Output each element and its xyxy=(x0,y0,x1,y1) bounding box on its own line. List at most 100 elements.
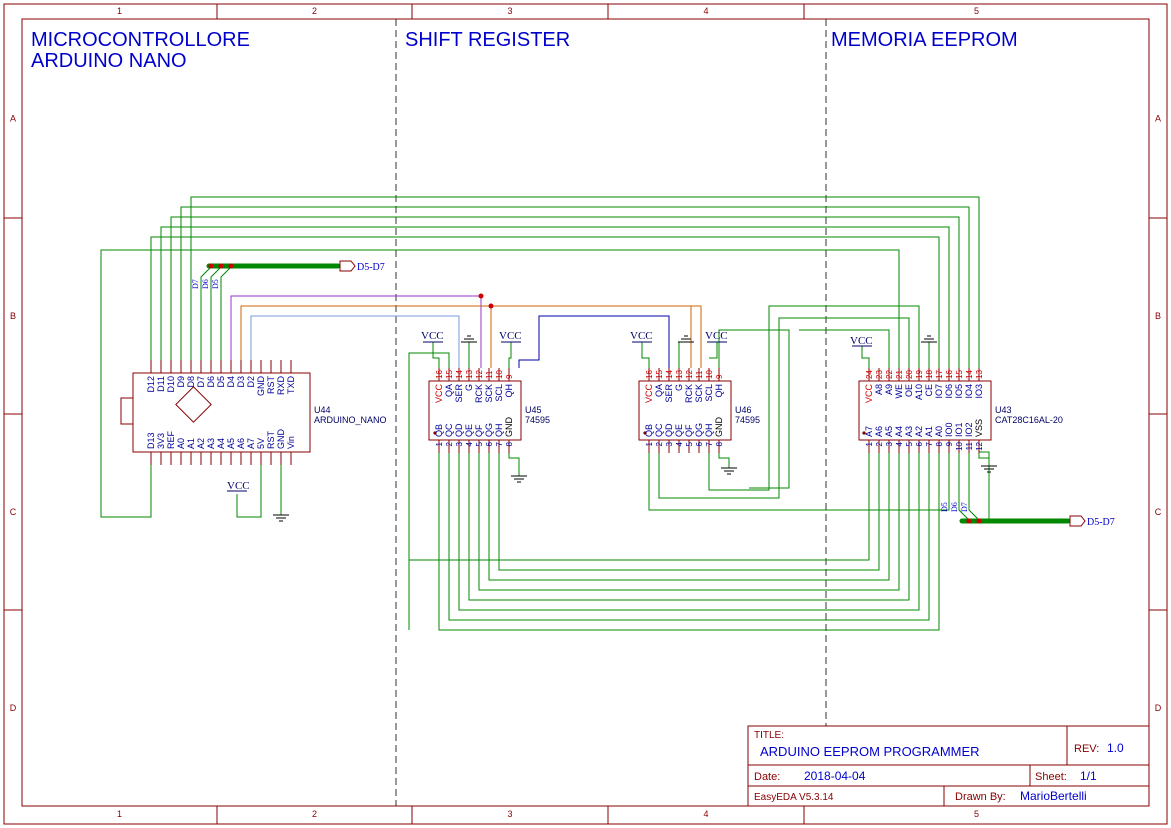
pin-label: 9 xyxy=(505,374,514,379)
pin-label: D4 xyxy=(226,376,236,388)
frame-row-label: A xyxy=(10,114,16,124)
sheet-label: Sheet: xyxy=(1035,771,1067,783)
pin-label: D11 xyxy=(156,376,166,392)
pin-label: 4 xyxy=(675,441,684,446)
wire-io1-bus xyxy=(968,447,980,521)
pin-label: SCL xyxy=(704,384,714,402)
pin-label: A3 xyxy=(904,426,914,437)
pin-label: QF xyxy=(474,424,484,437)
tap-label-io-d7: D7 xyxy=(960,502,969,512)
wire-d5-bus xyxy=(220,266,232,373)
pin-label: 7 xyxy=(705,441,714,446)
frame-column-label: 5 xyxy=(974,6,979,16)
pin-label: IO0 xyxy=(944,422,954,437)
pin-label: A6 xyxy=(874,426,884,437)
pin-label: 12 xyxy=(475,370,484,379)
vcc-symbol: VCC xyxy=(499,330,522,343)
u46-pins: VCC16QA15SER14G13RCK12SCK11SCL10QH9QB1QC… xyxy=(644,368,724,453)
section-dividers xyxy=(395,19,827,806)
bus-tap-labels: D7 D6 D5 D5 D6 D7 xyxy=(191,279,969,512)
vcc-symbol: VCC xyxy=(421,330,444,343)
wire-d2-ser xyxy=(250,315,460,373)
junction xyxy=(488,303,494,309)
pin-label: A1 xyxy=(924,426,934,437)
pin-label: 9 xyxy=(945,441,954,446)
pin-label: 15 xyxy=(655,370,664,379)
u44-ref: U44 xyxy=(314,405,331,415)
wire-u45-qd xyxy=(458,440,920,611)
pin-label: WE xyxy=(894,384,904,399)
tap-label-io-d6: D6 xyxy=(950,502,959,512)
u45-ref: U45 xyxy=(525,405,542,415)
pin-label: 11 xyxy=(965,441,974,450)
pin-label: QH xyxy=(494,424,504,438)
vcc-symbol: VCC xyxy=(705,330,728,343)
wire-5v xyxy=(236,452,262,518)
u45-value: 74595 xyxy=(525,415,550,425)
vcc-label: VCC xyxy=(499,330,522,342)
pin-label: A7 xyxy=(246,438,256,449)
pin-label: RST xyxy=(266,430,276,449)
pin-label: IO6 xyxy=(944,384,954,399)
pin-label: VCC xyxy=(644,384,654,404)
pin-label: 4 xyxy=(465,441,474,446)
pin-label: RCK xyxy=(684,384,694,403)
vcc-label: VCC xyxy=(227,480,250,492)
section-titles: MICROCONTROLLORE ARDUINO NANO SHIFT REGI… xyxy=(31,29,1018,72)
pin-label: GND xyxy=(714,417,724,438)
u46-body xyxy=(638,380,732,441)
pin-label: 16 xyxy=(435,370,444,379)
pin-label: A2 xyxy=(914,426,924,437)
pin-label: 14 xyxy=(965,370,974,379)
pin-label: 3 xyxy=(455,441,464,446)
pin-label: QE xyxy=(464,424,474,437)
pin-label: D13 xyxy=(146,432,156,449)
drawn-by-value: MarioBertelli xyxy=(1020,789,1087,803)
u44-body xyxy=(132,372,311,453)
pin-label: QE xyxy=(674,424,684,437)
pin-label: QC xyxy=(654,423,664,437)
pin-label: TXD xyxy=(286,375,296,394)
tool-version: EasyEDA V5.3.14 xyxy=(754,792,834,803)
pin-label: QB xyxy=(644,424,654,437)
eeprom-u43-symbol[interactable]: VCC24A823A922WE21OE20A1019CE18IO717IO616… xyxy=(858,368,1063,453)
drawn-by-label: Drawn By: xyxy=(955,791,1006,803)
pin-label: IO5 xyxy=(954,384,964,399)
wire-d12-io7 xyxy=(150,236,940,373)
junction xyxy=(228,263,234,269)
wire-d4-rck xyxy=(230,295,482,373)
pin-label: G xyxy=(674,384,684,391)
wire-u45-vcc xyxy=(432,342,440,368)
u45-body xyxy=(428,380,522,441)
pin-label: SER xyxy=(664,384,674,403)
wire-u46-scl-vcc xyxy=(709,342,718,359)
wire-d10-io5 xyxy=(170,216,960,373)
shift-register-u46-symbol[interactable]: VCC16QA15SER14G13RCK12SCK11SCL10QH9QB1QC… xyxy=(638,368,760,453)
shift-register-u45-symbol[interactable]: VCC16QA15SER14G13RCK12SCK11SCL10QH9QB1QC… xyxy=(428,368,550,453)
wire-sck-u46 xyxy=(491,305,702,368)
pin-label: IO7 xyxy=(934,384,944,399)
wire-u45-qf xyxy=(478,440,900,591)
date-value: 2018-04-04 xyxy=(804,769,866,783)
pin-label: 11 xyxy=(485,370,494,379)
pin-label: 10 xyxy=(955,441,964,450)
pin-label: 8 xyxy=(505,441,514,446)
pin-label: 15 xyxy=(955,370,964,379)
tap-label-d7: D7 xyxy=(191,279,200,289)
pin-label: A5 xyxy=(884,426,894,437)
frame-column-label: 3 xyxy=(507,6,512,16)
wire-d6-bus xyxy=(210,266,222,373)
wire-d8-io3 xyxy=(190,196,980,373)
u43-pins: VCC24A823A922WE21OE20A1019CE18IO717IO616… xyxy=(864,368,984,453)
pin-label: 3V3 xyxy=(156,433,166,449)
pin-label: A10 xyxy=(914,384,924,400)
control-wires xyxy=(230,295,702,373)
pin-label: 13 xyxy=(675,370,684,379)
pin-label: QC xyxy=(444,423,454,437)
wire-u45-qa xyxy=(408,352,450,630)
pin-label: D3 xyxy=(236,376,246,388)
pin-label: RXD xyxy=(276,376,286,396)
